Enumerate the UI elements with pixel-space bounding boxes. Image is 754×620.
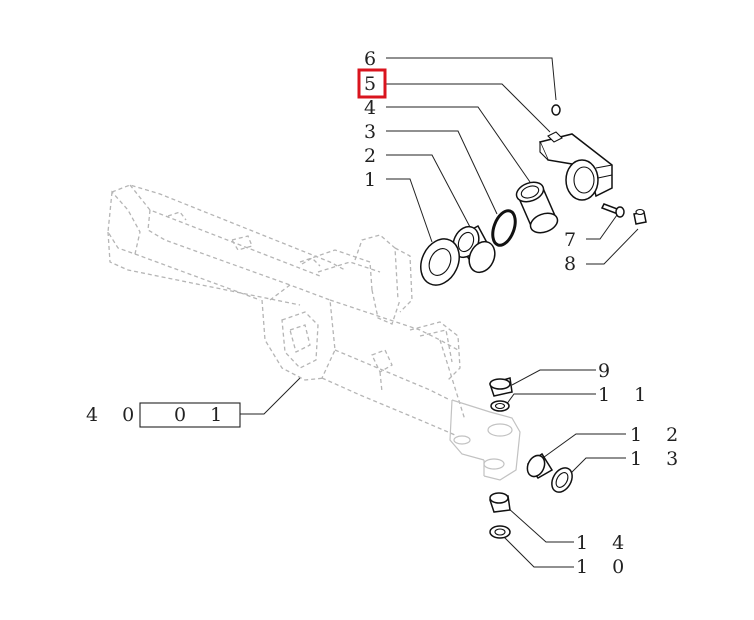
callout-2[interactable]: 2 bbox=[364, 145, 376, 167]
part-1-washer bbox=[420, 238, 460, 286]
part-7-bolt bbox=[600, 203, 625, 218]
callout-13[interactable]: 1 3 bbox=[630, 448, 687, 470]
part-6-plug bbox=[551, 104, 561, 116]
part-13-seal bbox=[551, 467, 573, 493]
callout-4[interactable]: 4 bbox=[364, 97, 376, 119]
part-5-bracket bbox=[538, 131, 613, 201]
reference-group: 4 0 0 0 1 bbox=[86, 402, 241, 428]
reference-right: 0 1 bbox=[174, 404, 231, 426]
axle-housing-ghost bbox=[107, 184, 466, 436]
highlight-box-item-5 bbox=[357, 68, 387, 99]
part-9-bushing bbox=[489, 377, 513, 397]
part-14-bushing bbox=[489, 492, 511, 513]
part-11-ring bbox=[490, 400, 510, 412]
part-4-bushing bbox=[515, 181, 559, 234]
callout-10[interactable]: 1 0 bbox=[576, 556, 633, 578]
callout-6[interactable]: 6 bbox=[364, 48, 376, 70]
callout-labels: 6 5 4 3 2 1 7 8 9 1 1 1 2 1 3 1 4 1 0 bbox=[364, 48, 687, 578]
part-8-grease-nipple bbox=[633, 208, 647, 225]
callout-1[interactable]: 1 bbox=[364, 169, 376, 191]
callout-14[interactable]: 1 4 bbox=[576, 532, 633, 554]
callout-8[interactable]: 8 bbox=[564, 253, 576, 275]
callout-5[interactable]: 5 bbox=[364, 73, 376, 95]
reference-box[interactable] bbox=[139, 402, 241, 428]
callout-12[interactable]: 1 2 bbox=[630, 424, 687, 446]
knuckle-end bbox=[449, 399, 521, 481]
callout-9[interactable]: 9 bbox=[598, 360, 610, 382]
callout-7[interactable]: 7 bbox=[564, 229, 576, 251]
part-12-bushing bbox=[526, 452, 554, 479]
part-2-bearing bbox=[452, 224, 496, 274]
part-3-o-ring bbox=[491, 209, 517, 247]
callout-3[interactable]: 3 bbox=[364, 121, 376, 143]
leader-lines bbox=[240, 57, 639, 568]
callout-11[interactable]: 1 1 bbox=[598, 384, 655, 406]
part-10-ring bbox=[489, 525, 511, 539]
